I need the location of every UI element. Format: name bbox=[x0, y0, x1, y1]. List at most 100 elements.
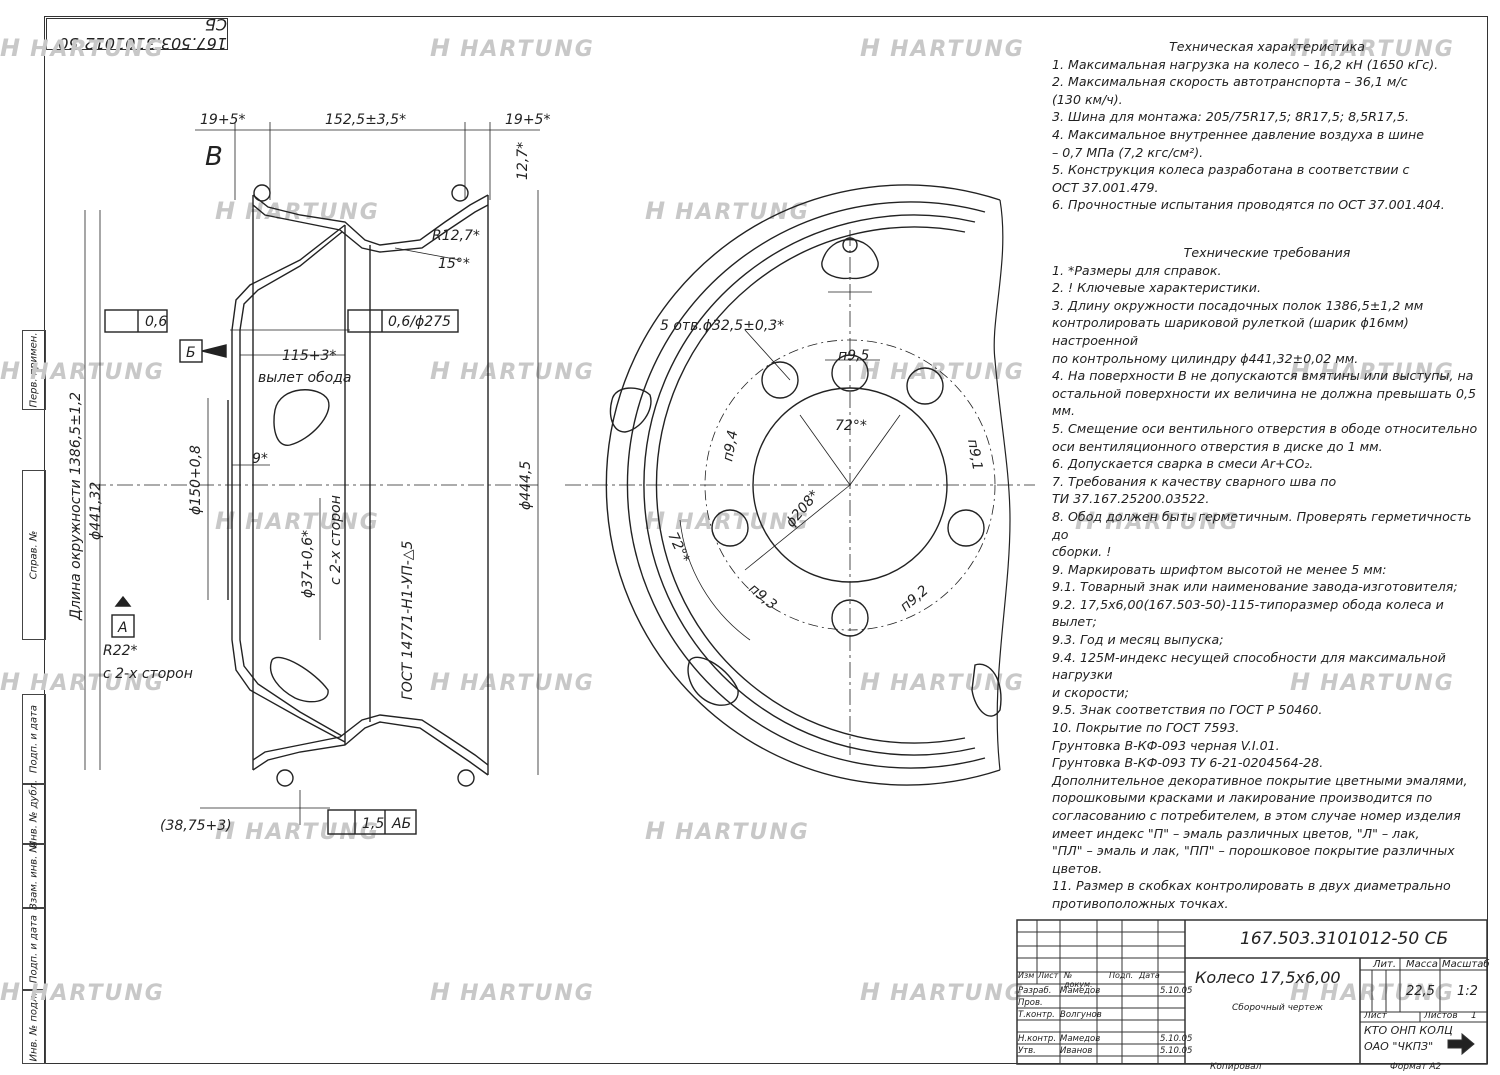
tech-req-line: 9.4. 125М-индекс несущей способности для… bbox=[1052, 649, 1446, 683]
tech-req-line: имеет индекс "П" – эмаль различных цвето… bbox=[1052, 825, 1420, 841]
dia-37: ϕ37+0,6* bbox=[300, 530, 316, 598]
wheel-front-view bbox=[565, 184, 1035, 786]
dim-right-top: 12,7* bbox=[515, 142, 531, 180]
holes-label: 5 отв.ϕ32,5±0,3* bbox=[660, 318, 784, 334]
datum-b: Б bbox=[186, 345, 196, 361]
role-name: Волгунов bbox=[1060, 1010, 1102, 1020]
dia-444: ϕ444,5 bbox=[518, 461, 534, 510]
tech-req-line: 9. Маркировать шрифтом высотой не менее … bbox=[1052, 561, 1387, 577]
clearance-94: п9,4 bbox=[720, 429, 741, 463]
tech-req-line: 3. Длину окружности посадочных полок 138… bbox=[1052, 297, 1424, 313]
side-strip-1: Перв. примен. bbox=[22, 330, 46, 410]
tech-req-line: по контрольному цилиндру ϕ441,32±0,02 мм… bbox=[1052, 350, 1359, 366]
clearance-93: п9,3 bbox=[745, 581, 779, 613]
tech-char-line: – 0,7 МПа (7,2 кгс/см²). bbox=[1052, 144, 1204, 160]
dia-208: ϕ208* bbox=[783, 487, 823, 530]
radius-22: R22* bbox=[103, 643, 138, 659]
role-date: 5.10.05 bbox=[1160, 1034, 1193, 1044]
circumference-label: Длина окружности 1386,5±1,2 bbox=[68, 392, 84, 621]
tech-req-line: остальной поверхности их величина не дол… bbox=[1052, 385, 1476, 419]
tech-req-line: 9.3. Год и месяц выпуска; bbox=[1052, 632, 1224, 648]
title-mass-label: Масса bbox=[1406, 959, 1438, 970]
dim-top-center: 152,5±3,5* bbox=[325, 112, 406, 128]
title-sheet-label: Лист bbox=[1364, 1011, 1387, 1021]
tech-char-line: 1. Максимальная нагрузка на колесо – 16,… bbox=[1052, 56, 1439, 72]
datum-a: А bbox=[117, 620, 128, 636]
offset-dim: 115+3* bbox=[282, 348, 336, 364]
role-label: Т.контр. bbox=[1018, 1010, 1055, 1020]
radius-label: R12,7* bbox=[432, 228, 480, 244]
tech-req-line: 6. Допускается сварка в смеси Ar+CO₂. bbox=[1052, 456, 1314, 472]
tech-req-line: 9.2. 17,5х6,00(167.503-50)-115-типоразме… bbox=[1052, 596, 1444, 630]
tech-req-line: сборки. ! bbox=[1052, 544, 1112, 560]
col-header: Изм bbox=[1018, 971, 1035, 980]
title-copied: Копировал bbox=[1210, 1062, 1262, 1072]
tech-char-line: 2. Максимальная скорость автотранспорта … bbox=[1052, 74, 1408, 90]
role-date: 5.10.05 bbox=[1160, 1046, 1193, 1056]
title-block-doc-type: Сборочный чертеж bbox=[1232, 1003, 1324, 1013]
both-sides-label-1: с 2-х сторон bbox=[328, 495, 344, 585]
tech-req-line: 8. Обод должен быть герметичным. Проверя… bbox=[1052, 508, 1472, 542]
role-label bbox=[1018, 1021, 1060, 1033]
side-strip-7: Инв. № подл. bbox=[22, 990, 46, 1064]
tech-req-line: 9.5. Знак соответствия по ГОСТ Р 50460. bbox=[1052, 702, 1323, 718]
runout-ref: АБ bbox=[391, 816, 411, 832]
tech-req-line: Грунтовка В-КФ-093 черная V.I.01. bbox=[1052, 737, 1280, 753]
clearance-95: п9,5 bbox=[838, 348, 870, 364]
drawing-frame bbox=[44, 16, 1488, 1064]
title-lit: Лит. bbox=[1373, 959, 1397, 970]
tech-req-line: ТИ 37.167.25200.03522. bbox=[1052, 491, 1210, 507]
title-block-col-headers: Изм Лист № докум. Подп. Дата bbox=[1018, 971, 1188, 989]
tech-char-line: 5. Конструкция колеса разработана в соот… bbox=[1052, 162, 1410, 178]
tech-char-line: (130 км/ч). bbox=[1052, 91, 1123, 107]
angle-label: 15°* bbox=[438, 256, 470, 272]
tolerance-label-1: 0,6 bbox=[145, 314, 167, 330]
weld-gost-label: ГОСТ 14771-Н1-УП-△5 bbox=[400, 540, 416, 700]
dim-top-left: 19+5* bbox=[200, 112, 245, 128]
tech-req-line: 7. Требования к качеству сварного шва по bbox=[1052, 473, 1337, 489]
role-label: Пров. bbox=[1018, 998, 1043, 1008]
tech-req-line: 4. На поверхности В не допускаются вмяти… bbox=[1052, 368, 1474, 384]
col-header: Подп. bbox=[1109, 971, 1134, 980]
role-name bbox=[1060, 1021, 1124, 1033]
col-header: Лист bbox=[1038, 971, 1059, 980]
role-name: Иванов bbox=[1060, 1046, 1093, 1056]
tech-req-line: Грунтовка В-КФ-093 ТУ 6-21-0204564-28. bbox=[1052, 755, 1324, 771]
tech-req-line: Дополнительное декоративное покрытие цве… bbox=[1052, 772, 1468, 788]
tolerance-label-2: 0,6/ϕ275 bbox=[388, 314, 451, 330]
title-org-2: ОАО "ЧКПЗ" bbox=[1364, 1040, 1434, 1053]
tech-char-line: 6. Прочностные испытания проводятся по О… bbox=[1052, 197, 1445, 213]
tech-req-line: цветов. bbox=[1052, 860, 1103, 876]
role-label: Утв. bbox=[1018, 1046, 1036, 1056]
tech-req-line: 11. Размер в скобках контролировать в дв… bbox=[1052, 878, 1451, 894]
title-block-designation: 167.503.3101012-50 СБ bbox=[1240, 929, 1449, 949]
role-date: 5.10.05 bbox=[1160, 986, 1193, 996]
side-strip-2: Справ. № bbox=[22, 470, 46, 640]
dia-150: ϕ150+0,8 bbox=[188, 445, 204, 515]
title-format: Формат А2 bbox=[1390, 1062, 1442, 1072]
clearance-92: п9,2 bbox=[897, 583, 931, 616]
tech-req-line: противоположных точках. bbox=[1052, 895, 1229, 911]
section-labels: В 19+5* 152,5±3,5* 19+5* 12,7* R12,7* 15… bbox=[68, 112, 550, 834]
side-strip-5: Взам. инв. № bbox=[22, 842, 46, 910]
front-view-labels: 5 отв.ϕ32,5±0,3* п9,5 п9,4 п9,1 п9,3 п9,… bbox=[660, 318, 985, 615]
